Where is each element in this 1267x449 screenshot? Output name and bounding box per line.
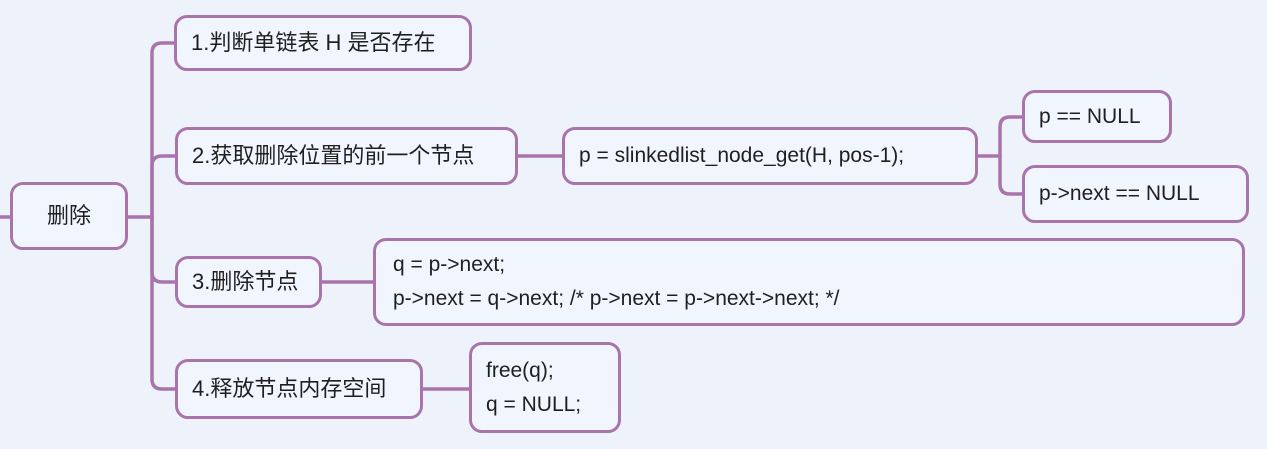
connector-bracket-to-case-1 xyxy=(998,115,1026,158)
connector-trunk-to-step-4 xyxy=(150,215,179,391)
connector-trunk-to-step-3 xyxy=(150,215,179,284)
step-node-3-label: 3.删除节点 xyxy=(192,269,299,294)
root-node-delete[interactable]: 删除 xyxy=(10,182,128,250)
code-node-free[interactable]: free(q); q = NULL; xyxy=(469,342,621,433)
case-node-p-next-null-label: p->next == NULL xyxy=(1039,182,1200,205)
code-node-delete-line-1: q = p->next; xyxy=(393,253,506,276)
step-node-4-label: 4.释放节点内存空间 xyxy=(192,376,387,401)
code-node-delete-line-2: p->next = q->next; /* p->next = p->next-… xyxy=(393,287,840,310)
step-node-2-label: 2.获取删除位置的前一个节点 xyxy=(192,143,475,168)
case-node-p-null[interactable]: p == NULL xyxy=(1022,90,1172,143)
connector-trunk-to-step-2 xyxy=(150,154,179,219)
connector-bracket-to-case-2 xyxy=(998,154,1026,196)
step-node-1-label: 1.判断单链表 H 是否存在 xyxy=(191,30,436,55)
case-node-p-null-label: p == NULL xyxy=(1039,104,1141,128)
code-node-free-line-1: free(q); xyxy=(486,358,554,382)
root-node-label: 删除 xyxy=(46,203,91,228)
code-node-get-previous-text: p = slinkedlist_node_get(H, pos-1); xyxy=(579,144,905,167)
code-node-free-line-2: q = NULL; xyxy=(486,392,582,416)
step-node-1-check-list-exists[interactable]: 1.判断单链表 H 是否存在 xyxy=(174,15,472,71)
case-node-p-next-null[interactable]: p->next == NULL xyxy=(1022,165,1249,223)
connector-trunk-to-step-1 xyxy=(150,41,178,219)
step-node-3-delete-node[interactable]: 3.删除节点 xyxy=(175,256,322,308)
code-node-get-previous[interactable]: p = slinkedlist_node_get(H, pos-1); xyxy=(562,127,978,185)
step-node-2-get-previous-node[interactable]: 2.获取删除位置的前一个节点 xyxy=(175,127,518,185)
code-node-delete[interactable]: q = p->next; p->next = q->next; /* p->ne… xyxy=(373,238,1245,326)
step-node-4-free-memory[interactable]: 4.释放节点内存空间 xyxy=(175,359,423,419)
